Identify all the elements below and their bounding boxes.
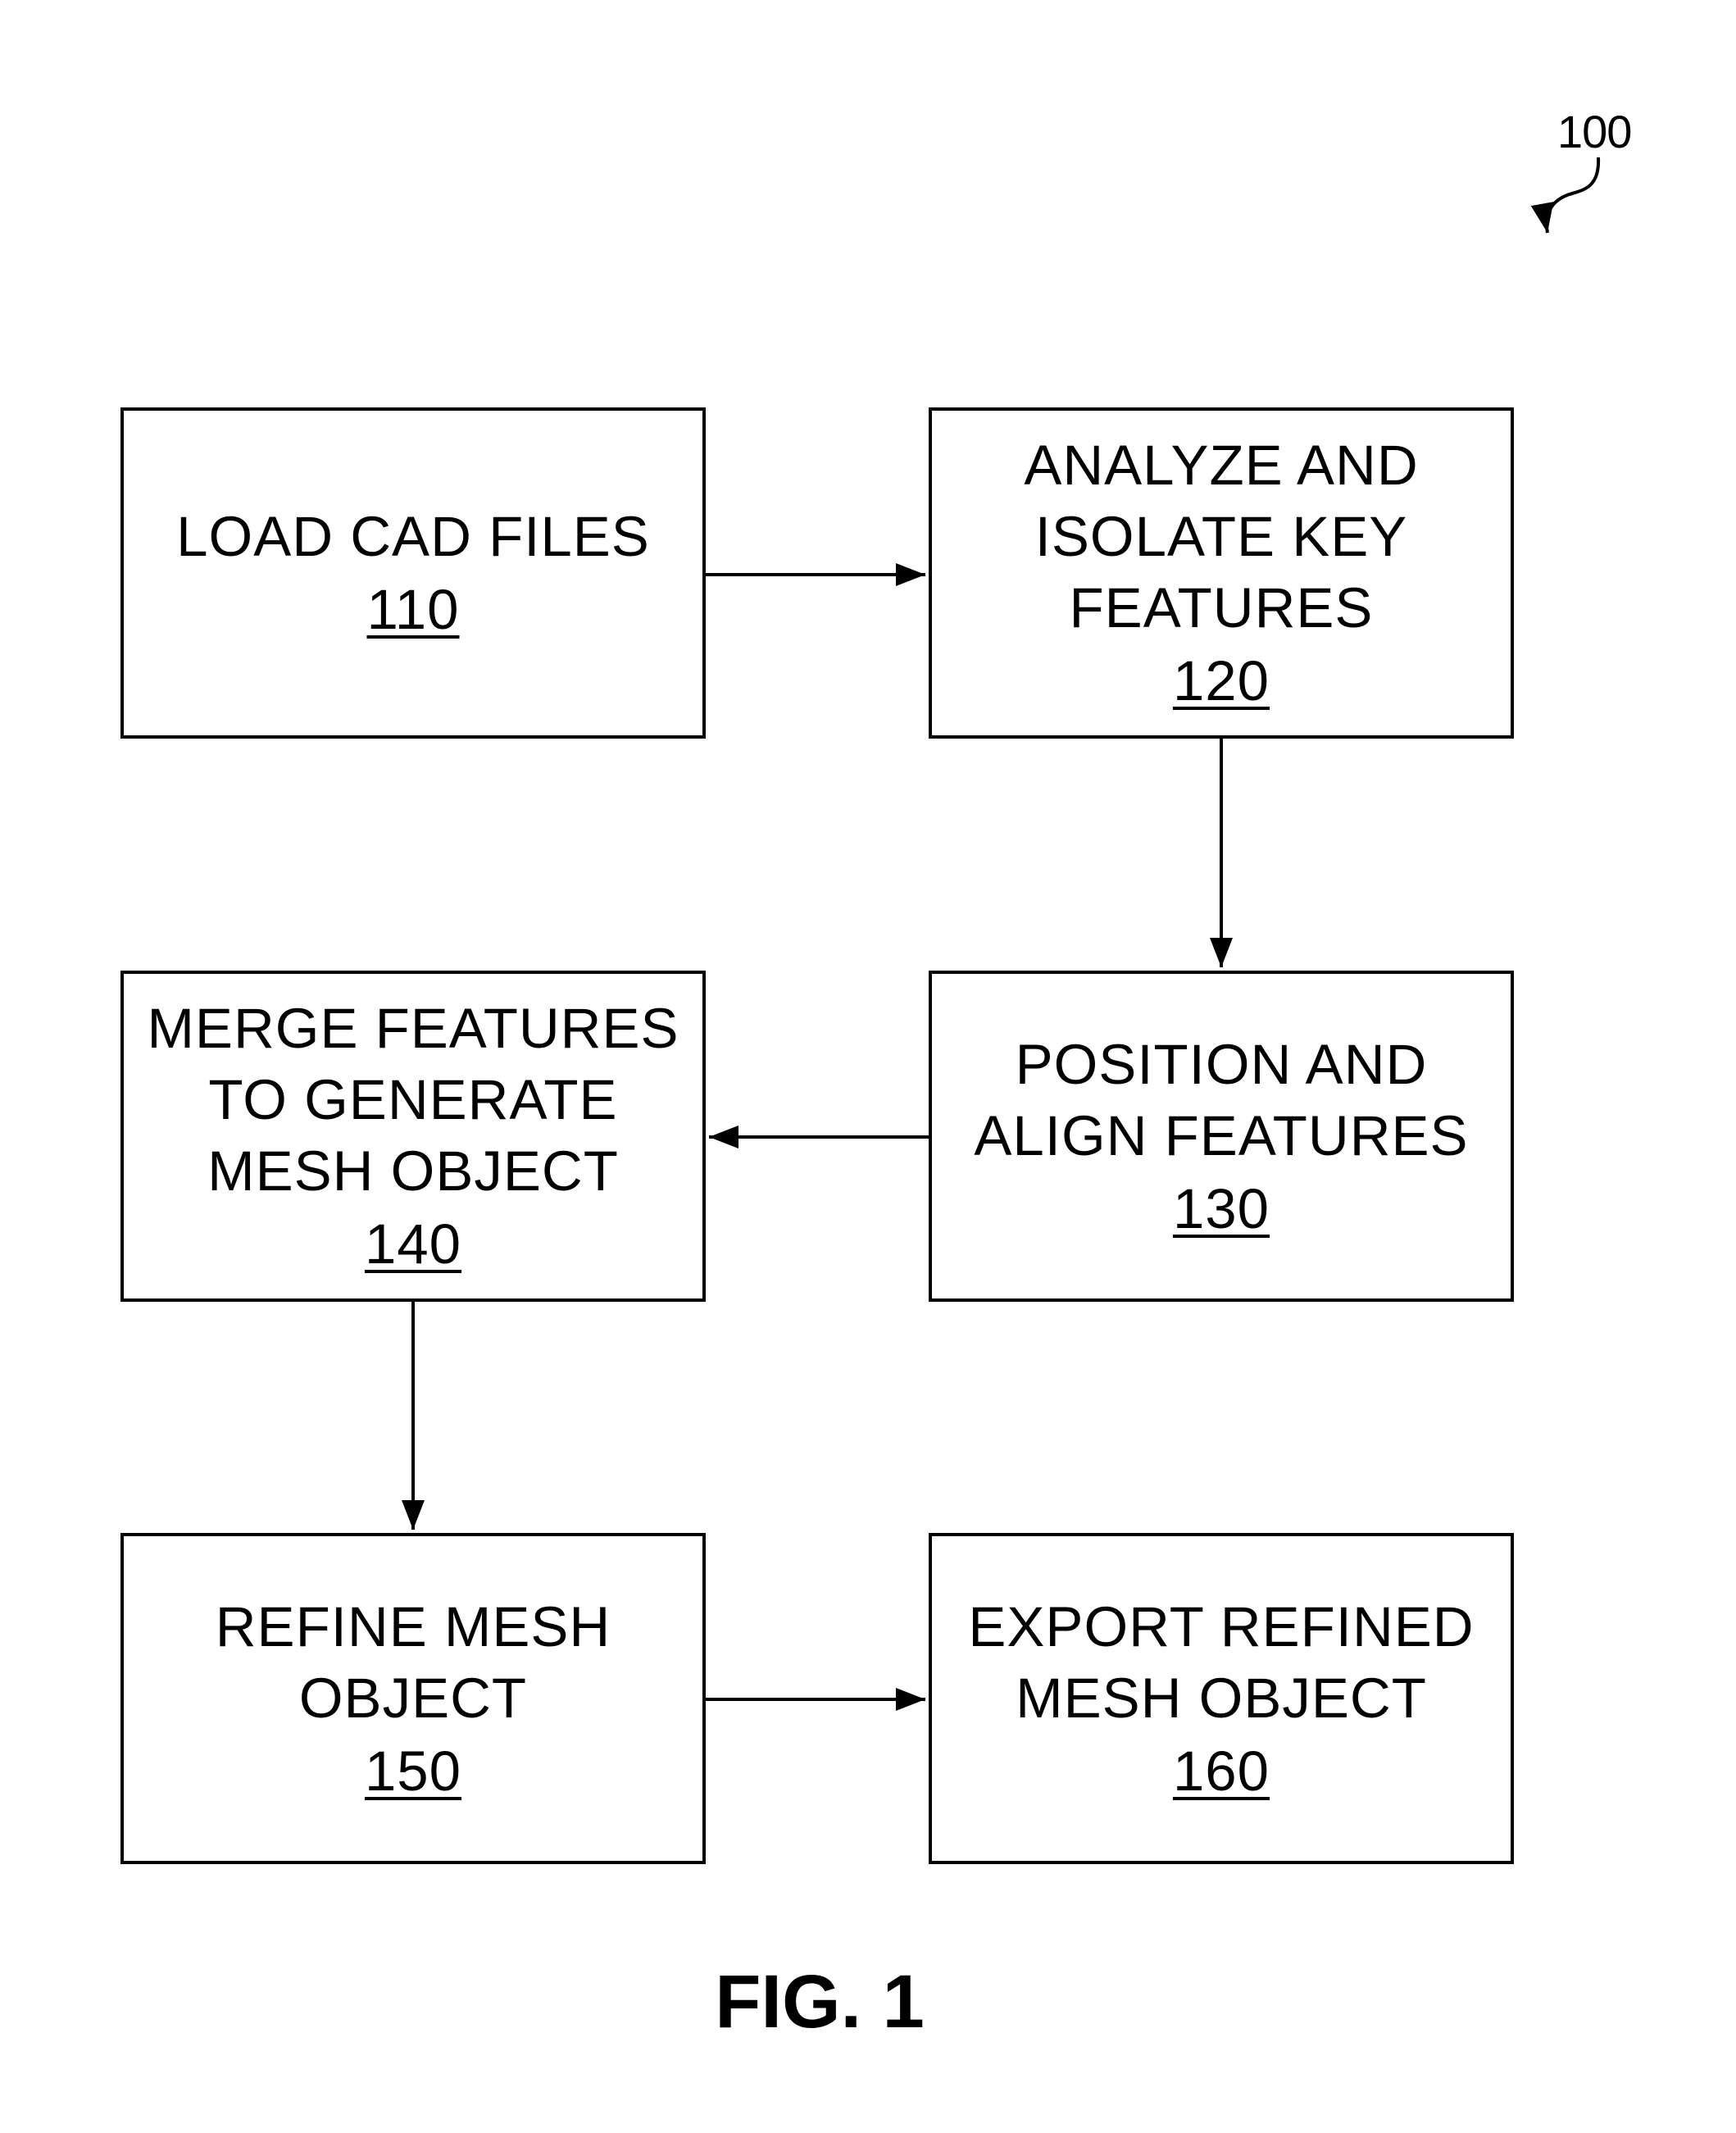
step-reference-number: 160: [1172, 1739, 1270, 1803]
step-reference-number: 140: [364, 1212, 462, 1276]
step-label: ANALYZE AND ISOLATE KEY FEATURES: [1024, 434, 1419, 639]
figure-reference-numeral: 100: [1557, 106, 1632, 157]
step-reference-number: 110: [366, 578, 460, 641]
step-box-analyze-isolate-features: ANALYZE AND ISOLATE KEY FEATURES 120: [929, 407, 1514, 739]
step-box-refine-mesh-object: REFINE MESH OBJECT 150: [120, 1533, 706, 1864]
step-label: MERGE FEATURES TO GENERATE MESH OBJECT: [147, 997, 679, 1203]
step-box-merge-features: MERGE FEATURES TO GENERATE MESH OBJECT 1…: [120, 971, 706, 1302]
step-box-export-refined-mesh: EXPORT REFINED MESH OBJECT 160: [929, 1533, 1514, 1864]
step-reference-number: 120: [1172, 649, 1270, 712]
step-label: REFINE MESH OBJECT: [215, 1594, 611, 1730]
step-label: LOAD CAD FILES: [176, 505, 650, 568]
step-box-load-cad-files: LOAD CAD FILES 110: [120, 407, 706, 739]
step-box-position-align-features: POSITION AND ALIGN FEATURES 130: [929, 971, 1514, 1302]
figure-caption: FIG. 1: [715, 1960, 925, 2044]
step-reference-number: 130: [1172, 1176, 1270, 1240]
reference-squiggle-arrow: [1530, 157, 1601, 234]
step-label: POSITION AND ALIGN FEATURES: [974, 1032, 1469, 1167]
step-label: EXPORT REFINED MESH OBJECT: [968, 1594, 1475, 1730]
step-reference-number: 150: [364, 1739, 462, 1803]
